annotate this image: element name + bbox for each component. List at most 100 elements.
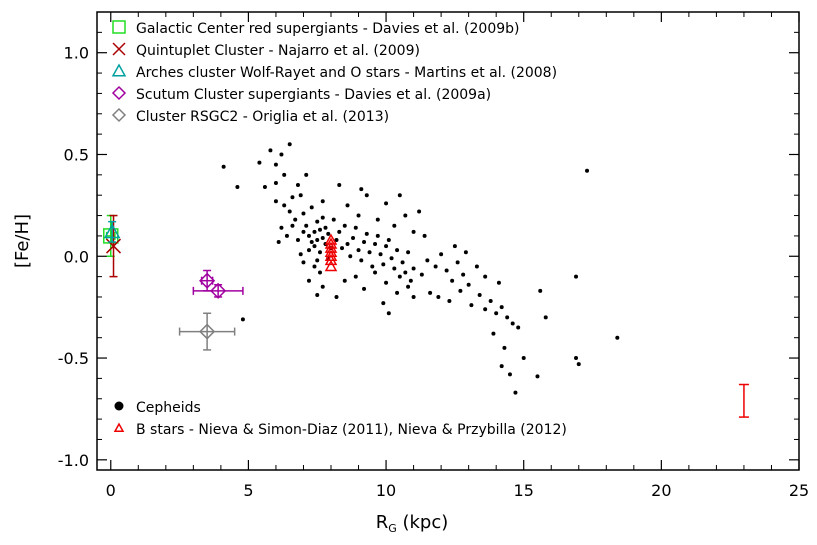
data-point <box>334 237 339 242</box>
data-point <box>496 280 501 285</box>
y-tick-label: -0.5 <box>58 349 89 368</box>
data-point <box>417 209 422 214</box>
data-point <box>386 311 391 316</box>
data-point <box>359 258 364 263</box>
data-point <box>491 331 496 336</box>
data-point <box>469 303 474 308</box>
data-point <box>323 225 328 230</box>
data-point <box>384 244 389 249</box>
plot-frame <box>96 11 800 471</box>
data-point <box>386 237 391 242</box>
x-tick-label: 10 <box>376 481 396 500</box>
data-point <box>521 356 526 361</box>
data-point <box>384 201 389 206</box>
y-tick-label: 0.0 <box>64 247 89 266</box>
data-point <box>276 240 281 245</box>
data-point <box>235 185 240 190</box>
data-point <box>282 203 287 208</box>
data-point <box>615 335 620 340</box>
legend-label: Galactic Center red supergiants - Davies… <box>136 21 519 37</box>
data-point <box>466 282 471 287</box>
data-point <box>315 237 320 242</box>
data-point <box>419 272 424 277</box>
data-point <box>510 321 515 326</box>
legend-marker <box>111 85 127 101</box>
axis-ticks <box>97 12 800 470</box>
data-point <box>375 233 380 238</box>
data-point <box>317 227 322 232</box>
data-point <box>348 254 353 259</box>
data-point <box>342 223 347 228</box>
data-point <box>585 168 590 173</box>
data-point <box>488 299 493 304</box>
y-tick-label: -1.0 <box>58 451 89 470</box>
data-point <box>403 270 408 275</box>
data-point <box>353 225 358 230</box>
data-point <box>395 248 400 253</box>
data-point <box>273 199 278 204</box>
data-point <box>306 248 311 253</box>
data-point <box>262 185 267 190</box>
data-point <box>353 274 358 279</box>
data-point <box>477 292 482 297</box>
data-point <box>411 294 416 299</box>
data-point <box>576 362 581 367</box>
data-point <box>279 152 284 157</box>
data-point <box>505 315 510 320</box>
data-point <box>317 250 322 255</box>
data-point <box>306 233 311 238</box>
data-point <box>320 215 325 220</box>
legend-label: Arches cluster Wolf-Rayet and O stars - … <box>136 65 557 81</box>
data-point <box>356 213 361 218</box>
data-point <box>458 288 463 293</box>
data-point <box>516 325 521 330</box>
data-point <box>444 268 449 273</box>
data-point <box>273 180 278 185</box>
data-point <box>279 225 284 230</box>
data-point <box>315 292 320 297</box>
data-point <box>282 172 287 177</box>
data-point <box>334 294 339 299</box>
data-point <box>362 240 367 245</box>
data-point <box>463 250 468 255</box>
data-point <box>284 233 289 238</box>
data-point <box>315 258 320 263</box>
x-tick-label: 25 <box>789 481 809 500</box>
data-point <box>320 199 325 204</box>
data-point <box>342 278 347 283</box>
data-point <box>320 235 325 240</box>
data-point <box>406 284 411 289</box>
data-point <box>340 246 345 251</box>
data-point <box>317 270 322 275</box>
legend-label: Cepheids <box>136 400 201 416</box>
data-point <box>535 374 540 379</box>
data-point <box>312 244 317 249</box>
data-point <box>411 266 416 271</box>
data-point <box>199 272 216 289</box>
data-point <box>411 229 416 234</box>
data-point <box>450 278 455 283</box>
x-tick-label: 20 <box>651 481 671 500</box>
data-point <box>392 223 397 228</box>
data-point <box>304 223 309 228</box>
data-point <box>295 183 300 188</box>
data-point <box>320 284 325 289</box>
data-point <box>447 299 452 304</box>
data-point <box>375 217 380 222</box>
data-point <box>425 258 430 263</box>
x-axis-title: RG (kpc) <box>376 512 449 535</box>
data-point <box>351 235 356 240</box>
legend-marker <box>111 107 127 123</box>
data-point <box>378 252 383 257</box>
data-point <box>268 148 273 153</box>
data-point <box>397 193 402 198</box>
data-point <box>364 193 369 198</box>
data-point <box>543 315 548 320</box>
data-point <box>367 250 372 255</box>
data-point <box>210 282 227 299</box>
data-point <box>499 364 504 369</box>
data-point <box>428 290 433 295</box>
legend: Galactic Center red supergiants - Davies… <box>111 20 567 438</box>
data-point <box>370 264 375 269</box>
